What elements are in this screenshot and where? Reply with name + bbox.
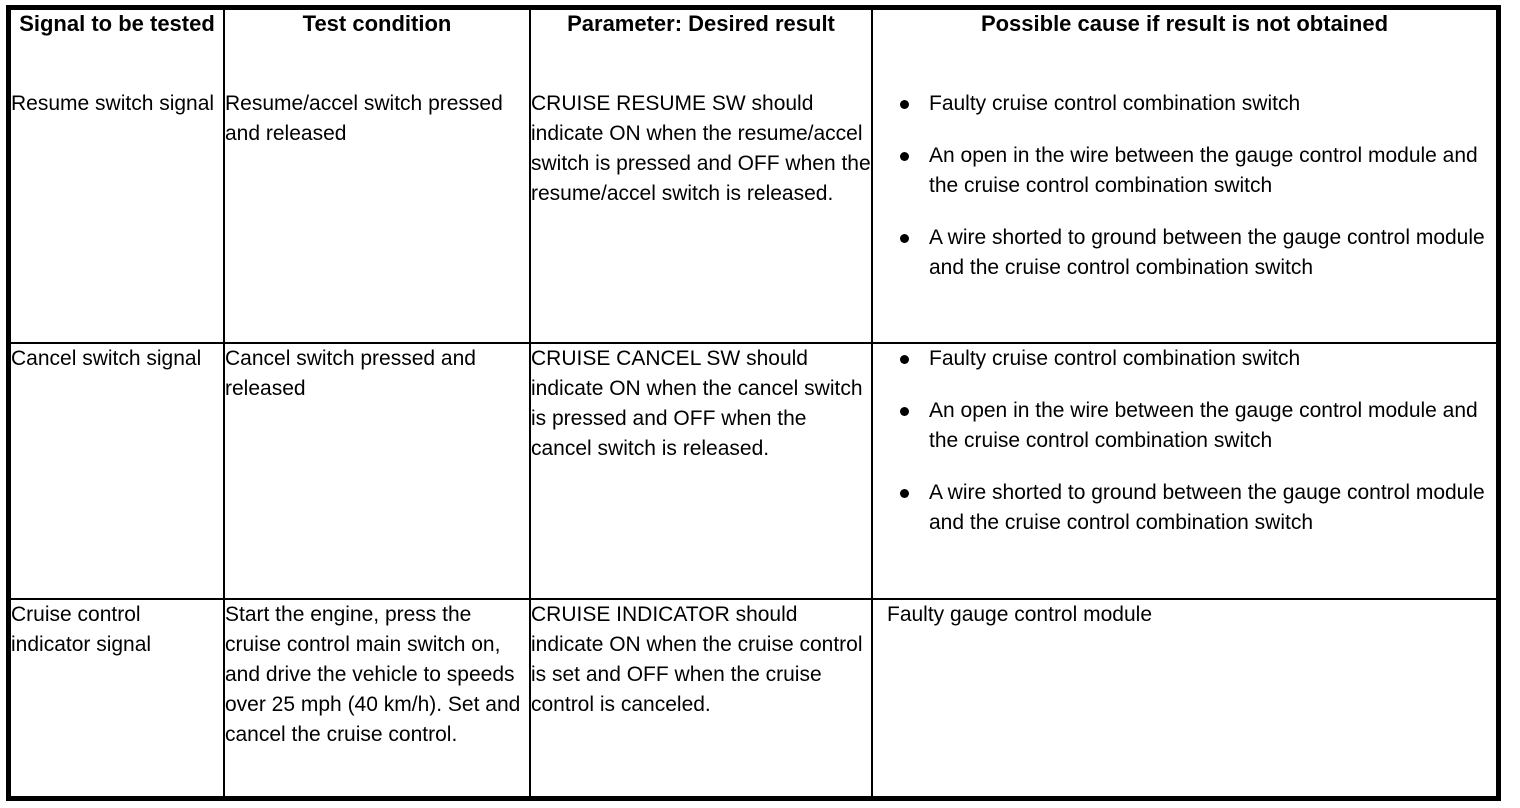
cause-text: Faulty gauge control module	[887, 603, 1152, 627]
table-header-row: Signal to be tested Test condition Param…	[11, 10, 1496, 89]
cell-signal: Cruise control indicator signal	[11, 598, 225, 796]
cause-list: Faulty cruise control combination switch…	[887, 89, 1496, 283]
signal-test-table: Signal to be tested Test condition Param…	[11, 10, 1496, 796]
cell-possible-cause: Faulty gauge control module	[871, 598, 1496, 796]
test-condition-text: Resume/accel switch pressed and released	[225, 92, 503, 145]
cause-list: Faulty cruise control combination switch…	[887, 344, 1496, 538]
cell-possible-cause: Faulty cruise control combination switch…	[871, 342, 1496, 601]
cause-text: An open in the wire between the gauge co…	[929, 399, 1478, 453]
parameter-text: CRUISE RESUME SW should indicate ON when…	[531, 92, 871, 205]
signal-text: Cancel switch signal	[11, 347, 202, 371]
cause-text: An open in the wire between the gauge co…	[929, 144, 1478, 197]
cause-text: Faulty cruise control combination switch	[929, 92, 1301, 115]
test-condition-text: Start the engine, press the cruise contr…	[225, 603, 521, 747]
test-condition-text: Cancel switch pressed and released	[225, 347, 476, 401]
list-item: An open in the wire between the gauge co…	[887, 396, 1496, 456]
cause-text: Faulty cruise control combination switch	[929, 347, 1301, 371]
cause-text: A wire shorted to ground between the gau…	[929, 481, 1485, 535]
cell-parameter: CRUISE RESUME SW should indicate ON when…	[529, 89, 873, 345]
table-row: Resume switch signal Resume/accel switch…	[11, 89, 1496, 345]
cell-test-condition: Resume/accel switch pressed and released	[223, 89, 531, 345]
column-header-possible-cause: Possible cause if result is not obtained	[871, 10, 1496, 89]
list-item: A wire shorted to ground between the gau…	[887, 223, 1496, 283]
diagnostic-table: Signal to be tested Test condition Param…	[6, 5, 1501, 801]
cell-test-condition: Cancel switch pressed and released	[223, 342, 531, 601]
column-header-signal: Signal to be tested	[11, 10, 225, 89]
bullet-icon	[900, 489, 909, 499]
parameter-text: CRUISE INDICATOR should indicate ON when…	[531, 603, 863, 717]
cause-text: A wire shorted to ground between the gau…	[929, 226, 1485, 279]
cell-signal: Resume switch signal	[11, 89, 225, 345]
list-item: An open in the wire between the gauge co…	[887, 141, 1496, 201]
cell-possible-cause: Faulty cruise control combination switch…	[871, 89, 1496, 345]
parameter-text: CRUISE CANCEL SW should indicate ON when…	[531, 347, 863, 461]
cell-signal: Cancel switch signal	[11, 342, 225, 601]
bullet-icon	[900, 234, 909, 243]
list-item: A wire shorted to ground between the gau…	[887, 478, 1496, 538]
signal-text: Resume switch signal	[11, 92, 215, 115]
table-row: Cruise control indicator signal Start th…	[11, 598, 1496, 796]
bullet-icon	[900, 100, 909, 109]
signal-text: Cruise control indicator signal	[11, 603, 152, 657]
bullet-icon	[900, 355, 909, 365]
table-row: Cancel switch signal Cancel switch press…	[11, 342, 1496, 601]
column-header-parameter: Parameter: Desired result	[529, 10, 873, 89]
cell-test-condition: Start the engine, press the cruise contr…	[223, 598, 531, 796]
list-item: Faulty cruise control combination switch	[887, 89, 1496, 119]
cell-parameter: CRUISE CANCEL SW should indicate ON when…	[529, 342, 873, 601]
list-item: Faulty cruise control combination switch	[887, 344, 1496, 374]
cell-parameter: CRUISE INDICATOR should indicate ON when…	[529, 598, 873, 796]
bullet-icon	[900, 152, 909, 161]
bullet-icon	[900, 407, 909, 417]
column-header-test-condition: Test condition	[223, 10, 531, 89]
